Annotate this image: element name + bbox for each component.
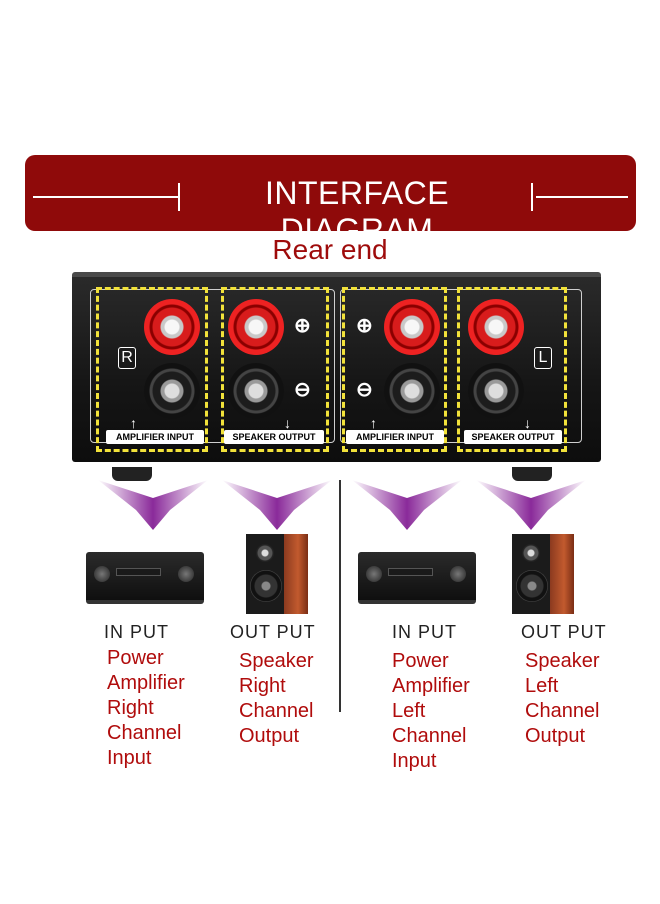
display-panel xyxy=(116,568,161,576)
zone-amplifier-input-right xyxy=(96,287,208,452)
banner-rule-left xyxy=(33,196,180,198)
arrow-down-icon xyxy=(352,480,462,530)
arrow-down-icon xyxy=(222,480,332,530)
label-speaker-output: SPEAKER OUTPUT xyxy=(464,430,562,444)
zone-speaker-output-left xyxy=(457,287,567,452)
speaker-image xyxy=(246,534,308,614)
binding-post-black xyxy=(468,363,524,419)
minus-icon: ⊖ xyxy=(294,379,311,401)
banner-tick-left xyxy=(178,183,180,211)
binding-post-red xyxy=(228,299,284,355)
binding-post-red xyxy=(468,299,524,355)
plus-icon: ⊕ xyxy=(356,315,373,337)
label-amplifier-input: AMPLIFIER INPUT xyxy=(346,430,444,444)
channel-letter-r: R xyxy=(118,347,136,369)
column-head: IN PUT xyxy=(392,622,458,642)
panel-foot-left xyxy=(112,467,152,481)
label-speaker-output: SPEAKER OUTPUT xyxy=(224,430,324,444)
banner-title: INTERFACE DIAGRAM xyxy=(264,175,450,248)
title-banner: INTERFACE DIAGRAM xyxy=(25,155,636,248)
binding-post-black xyxy=(144,363,200,419)
plus-icon: ⊕ xyxy=(294,315,311,337)
binding-post-red xyxy=(384,299,440,355)
arrow-down-icon xyxy=(476,480,586,530)
zone-speaker-output-right xyxy=(221,287,329,452)
zone-amplifier-input-left xyxy=(342,287,447,452)
speaker-image xyxy=(512,534,574,614)
arrow-down-icon: ↓ xyxy=(524,415,531,431)
knob-icon xyxy=(450,566,466,582)
label-amplifier-input: AMPLIFIER INPUT xyxy=(106,430,204,444)
rear-end-label: Rear end xyxy=(272,234,388,265)
minus-icon: ⊖ xyxy=(356,379,373,401)
arrow-down-icon xyxy=(98,480,208,530)
tweeter-icon xyxy=(522,544,540,562)
column-head: IN PUT xyxy=(104,622,170,642)
amplifier-image xyxy=(358,552,476,604)
amplifier-image xyxy=(86,552,204,604)
arrow-down-icon: ↓ xyxy=(284,415,291,431)
panel-line-frame-right-channel xyxy=(90,289,335,443)
woofer-icon xyxy=(250,570,282,602)
arrow-up-icon: ↑ xyxy=(370,415,377,431)
binding-post-black xyxy=(228,363,284,419)
knob-icon xyxy=(94,566,110,582)
display-panel xyxy=(388,568,433,576)
arrow-up-icon: ↑ xyxy=(130,415,137,431)
rear-panel: R L ⊕ ⊖ ⊕ ⊖ ↑ ↓ ↑ ↓ AMPLIFIER INPUT SPEA… xyxy=(72,272,601,481)
woofer-icon xyxy=(516,570,548,602)
banner-rule-right xyxy=(536,196,628,198)
tweeter-icon xyxy=(256,544,274,562)
knob-icon xyxy=(366,566,382,582)
knob-icon xyxy=(178,566,194,582)
banner-tick-right xyxy=(531,183,533,211)
channel-letter-l: L xyxy=(534,347,552,369)
panel-foot-right xyxy=(512,467,552,481)
column-head: OUT PUT xyxy=(521,622,607,642)
column-head: OUT PUT xyxy=(230,622,316,642)
channel-divider xyxy=(339,480,341,712)
binding-post-red xyxy=(144,299,200,355)
binding-post-black xyxy=(384,363,440,419)
